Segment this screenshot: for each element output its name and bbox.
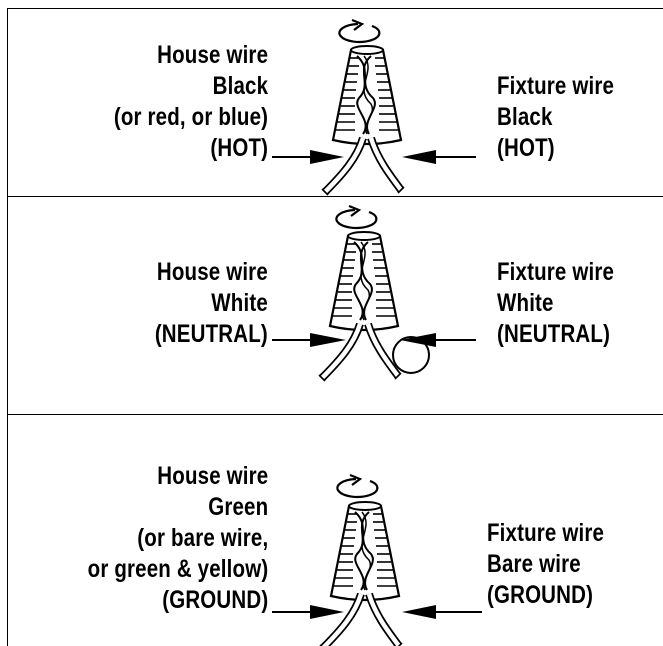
arrow-right-icon: [272, 605, 344, 619]
label-line: Green: [207, 493, 268, 521]
label-line: (or bare wire,: [136, 524, 268, 552]
label-line: White: [211, 289, 268, 317]
wire-nut-icon: [322, 46, 404, 195]
arrow-left-icon: [402, 150, 476, 164]
rotate-arrow-icon: [335, 204, 378, 230]
wire-nut-icon: [319, 232, 401, 381]
label-line: White: [497, 289, 554, 317]
rotate-arrow-icon: [336, 473, 379, 499]
arrow-left-icon: [402, 605, 482, 619]
label-line: House wire: [156, 41, 268, 69]
label-line: House wire: [156, 462, 268, 490]
label-line: Fixture wire: [497, 72, 615, 100]
rotate-arrow-icon: [338, 18, 381, 44]
label-line: (NEUTRAL): [154, 320, 268, 348]
wire-nut-icon: [320, 502, 402, 646]
highlight-circle-icon: [392, 336, 430, 374]
fixture-wire-hot-label: Fixture wire Black (HOT): [497, 71, 614, 164]
label-line: (HOT): [210, 134, 268, 162]
label-line: (HOT): [497, 134, 555, 162]
diagram-frame: [7, 8, 663, 646]
label-line: (GROUND): [487, 581, 594, 609]
label-line: Fixture wire: [497, 258, 615, 286]
panel-divider: [7, 414, 663, 415]
label-line: (GROUND): [161, 586, 268, 614]
fixture-wire-neutral-label: Fixture wire White (NEUTRAL): [497, 257, 614, 350]
arrow-right-icon: [272, 333, 346, 347]
arrow-left-icon: [400, 333, 476, 347]
label-line: (or red, or blue): [113, 103, 268, 131]
fixture-wire-ground-label: Fixture wire Bare wire (GROUND): [487, 518, 604, 611]
label-line: Black: [497, 103, 553, 131]
panel-divider: [7, 196, 663, 197]
label-line: Black: [212, 72, 268, 100]
arrow-right-icon: [272, 150, 344, 164]
label-line: House wire: [156, 258, 268, 286]
label-line: (NEUTRAL): [497, 320, 611, 348]
label-line: or green & yellow): [87, 555, 268, 583]
house-wire-ground-label: House wire Green (or bare wire, or green…: [87, 461, 268, 616]
house-wire-neutral-label: House wire White (NEUTRAL): [155, 257, 268, 350]
label-line: Fixture wire: [487, 519, 605, 547]
label-line: Bare wire: [487, 550, 581, 578]
house-wire-hot-label: House wire Black (or red, or blue) (HOT): [114, 40, 268, 164]
